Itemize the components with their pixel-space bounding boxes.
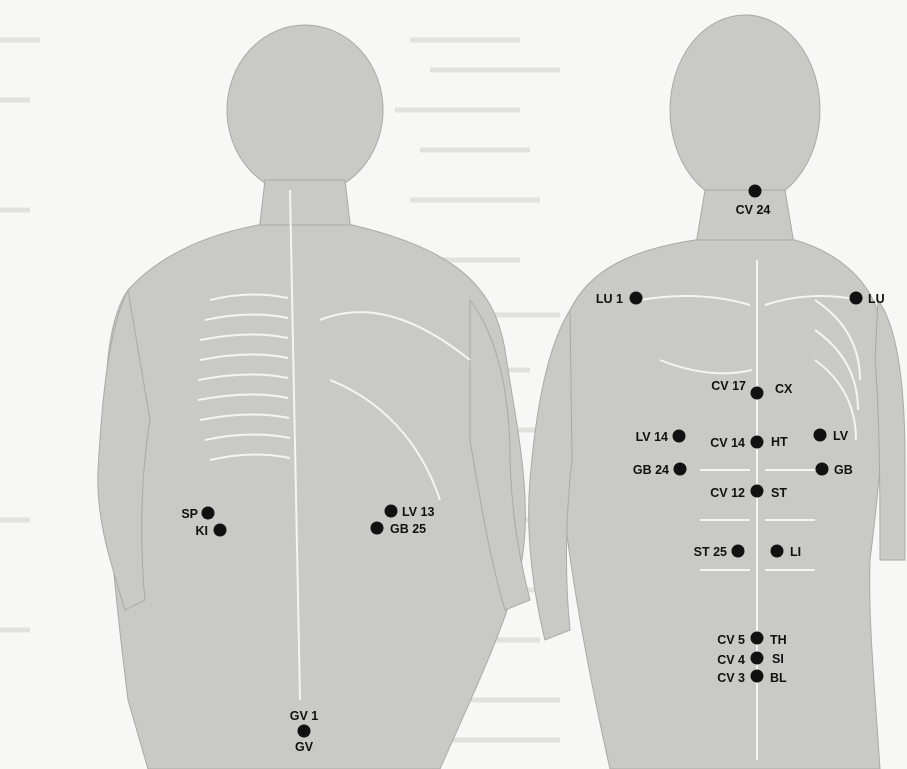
acupoint-label-gv1: GV 1 (290, 709, 319, 723)
acupoint-dot-cv17 (751, 387, 764, 400)
acupoint-label-gb: GB (834, 463, 853, 477)
acupoint-label-si: SI (772, 652, 784, 666)
acupoint-label-cv17: CV 17 (711, 379, 746, 393)
acupoint-dot-gb (816, 463, 829, 476)
acupoint-label-ht: HT (771, 435, 788, 449)
acupoint-label-lv13: LV 13 (402, 505, 434, 519)
acupoint-dot-lv13 (385, 505, 398, 518)
acupoint-dot-cv3 (751, 670, 764, 683)
acupoint-dot-li (771, 545, 784, 558)
acupoint-label-cx: CX (775, 382, 793, 396)
acupoint-label-st25: ST 25 (694, 545, 727, 559)
acupoint-label-cv14: CV 14 (710, 436, 745, 450)
acupoint-label-cv3: CV 3 (717, 671, 745, 685)
acupoint-label-sp: SP (181, 507, 198, 521)
acupoint-label-gb24: GB 24 (633, 463, 669, 477)
acupoint-label-cv5: CV 5 (717, 633, 745, 647)
back-head (227, 25, 383, 195)
acupoint-dot-cv12 (751, 485, 764, 498)
acupoint-label-st: ST (771, 486, 787, 500)
back-torso (106, 225, 526, 769)
acupoint-dot-cv5 (751, 632, 764, 645)
acupoint-label-th: TH (770, 633, 787, 647)
acupoint-label-ki: KI (196, 524, 209, 538)
acupoint-label-lu: LU (868, 292, 885, 306)
acupoint-dot-lu (850, 292, 863, 305)
front-right-arm (529, 310, 572, 640)
acupoint-label-gb25: GB 25 (390, 522, 426, 536)
acupoint-label-li: LI (790, 545, 801, 559)
acupoint-dot-gb25 (371, 522, 384, 535)
acupoint-label-cv12: CV 12 (710, 486, 745, 500)
acupoint-dot-gb24 (674, 463, 687, 476)
acupoint-dot-lu1 (630, 292, 643, 305)
front-head (670, 15, 820, 205)
acupoint-dot-cv24 (749, 185, 762, 198)
acupoint-label-bl: BL (770, 671, 787, 685)
front-torso (556, 240, 884, 769)
acupoint-label-cv4: CV 4 (717, 653, 745, 667)
acupoint-label-gv: GV (295, 740, 314, 754)
acupoint-label-cv24: CV 24 (736, 203, 771, 217)
acupoint-dot-st25 (732, 545, 745, 558)
acupoint-dot-cv4 (751, 652, 764, 665)
acupoint-dot-sp (202, 507, 215, 520)
acupoint-dot-lv (814, 429, 827, 442)
acupoint-dot-gv1 (298, 725, 311, 738)
acupoint-label-lv14: LV 14 (636, 430, 668, 444)
acupoint-dot-cv14 (751, 436, 764, 449)
acupoint-label-lu1: LU 1 (596, 292, 623, 306)
acupoint-dot-ki (214, 524, 227, 537)
acupoint-dot-lv14 (673, 430, 686, 443)
front-left-arm (875, 300, 905, 560)
acupoint-label-lv: LV (833, 429, 849, 443)
back-view-figure (98, 25, 530, 769)
